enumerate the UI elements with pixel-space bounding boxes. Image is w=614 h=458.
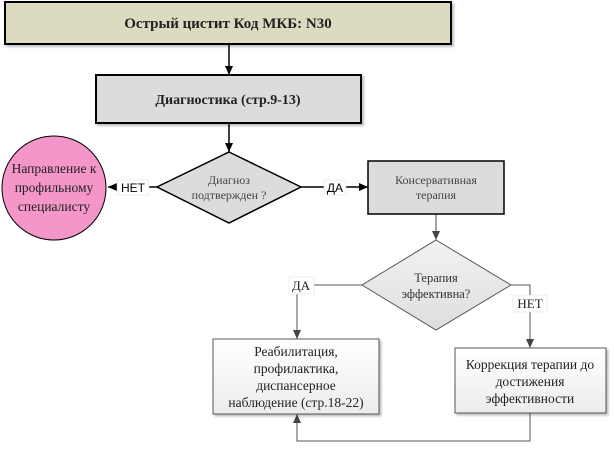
edge-label-therapy-no: НЕТ <box>512 294 548 313</box>
edge-label-diagnosis-yes: ДА <box>323 179 347 196</box>
referral-node: Направление к профильному специалисту <box>1 135 107 241</box>
conservative-line-2: терапия <box>416 188 457 202</box>
decision-diagnosis-line-1: Диагноз <box>208 173 250 187</box>
edge-label-diagnosis-no-text: НЕТ <box>121 181 146 195</box>
rehab-line-3: диспансерное <box>256 378 336 393</box>
edge-correction-to-rehab <box>293 413 531 442</box>
diagnostics-node-label: Диагностика (стр.9-13) <box>155 93 301 108</box>
edge-label-therapy-yes: ДА <box>288 276 315 295</box>
correction-node: Коррекция терапии до достижения эффектив… <box>454 347 607 414</box>
title-node: Острый цистит Код МКБ: N30 <box>4 1 452 45</box>
title-node-label: Острый цистит Код МКБ: N30 <box>124 16 331 32</box>
edge-label-diagnosis-no: НЕТ <box>116 179 150 196</box>
rehab-line-1: Реабилитация, <box>254 344 338 359</box>
diagnostics-node: Диагностика (стр.9-13) <box>95 74 362 124</box>
correction-line-3: эффективности <box>486 391 574 406</box>
rehab-line-4: наблюдение (стр.18-22) <box>228 395 363 410</box>
decision-diagnosis-confirmed: Диагноз подтвержден ? <box>155 151 303 224</box>
decision-diagnosis-line-2: подтвержден ? <box>192 188 267 202</box>
referral-line-1: Направление к <box>12 161 97 176</box>
edge-label-therapy-no-text: НЕТ <box>517 296 542 311</box>
edge-label-diagnosis-yes-text: ДА <box>327 181 343 195</box>
rehabilitation-node: Реабилитация, профилактика, диспансерное… <box>212 338 380 415</box>
referral-line-3: специалисту <box>18 199 90 214</box>
decision-therapy-effective: Терапия эффективна? <box>361 239 512 331</box>
correction-line-1: Коррекция терапии до <box>466 357 595 372</box>
conservative-line-1: Консервативная <box>395 173 477 187</box>
decision-therapy-line-1: Терапия <box>414 271 458 285</box>
rehab-line-2: профилактика, <box>254 361 339 376</box>
decision-therapy-line-2: эффективна? <box>402 287 471 301</box>
correction-line-2: достижения <box>496 374 565 389</box>
conservative-therapy-node: Консервативная терапия <box>367 160 505 215</box>
referral-line-2: профильному <box>15 180 94 195</box>
edge-label-therapy-yes-text: ДА <box>292 278 311 293</box>
edge-therapy-no-to-correction <box>511 284 534 348</box>
